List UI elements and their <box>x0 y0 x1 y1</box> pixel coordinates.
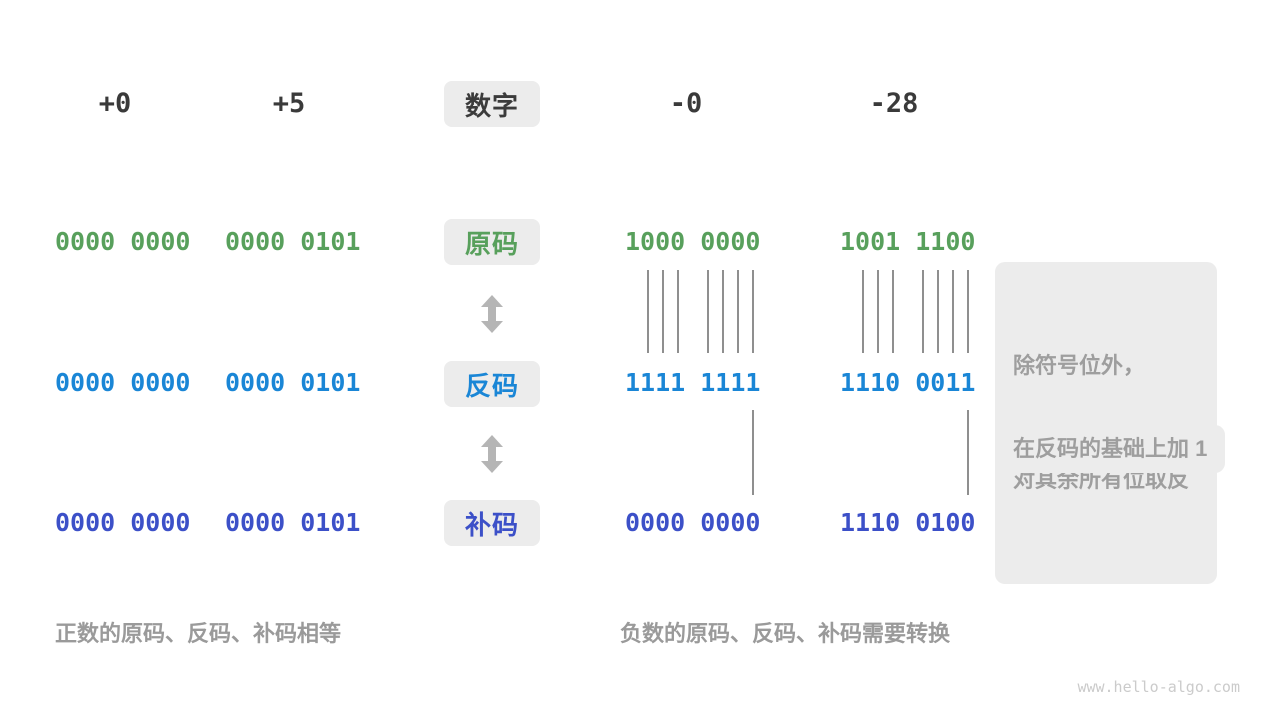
twos-complement-plus5: 0000 0101 <box>225 508 361 537</box>
header-value-plus0: +0 <box>98 88 132 119</box>
sign-magnitude-minus28: 1001 1100 <box>840 227 976 256</box>
twos-complement-minus28: 1110 0100 <box>840 508 976 537</box>
note-add-one: 在反码的基础上加 1 <box>995 425 1226 473</box>
twos-complement-minus0: 0000 0000 <box>625 508 761 537</box>
row-label-twos-complement-text: 补码 <box>464 509 519 540</box>
caption-negative-numbers: 负数的原码、反码、补码需要转换 <box>620 621 951 646</box>
header-label-number-text: 数字 <box>464 90 519 121</box>
bit-line <box>647 270 649 353</box>
ones-complement-plus5: 0000 0101 <box>225 368 361 397</box>
bit-line <box>877 270 879 353</box>
ones-complement-plus0: 0000 0000 <box>55 368 191 397</box>
bit-line <box>952 270 954 353</box>
bit-line <box>922 270 924 353</box>
sign-magnitude-plus5: 0000 0101 <box>225 227 361 256</box>
caption-positive-numbers: 正数的原码、反码、补码相等 <box>55 621 342 646</box>
ones-complement-minus0: 1111 1111 <box>625 368 761 397</box>
row-label-ones-complement: 反码 <box>444 361 540 407</box>
note-invert-bits-line1: 除符号位外， <box>1013 353 1146 378</box>
ones-complement-minus28: 1110 0011 <box>840 368 976 397</box>
bit-line <box>937 270 939 353</box>
updown-arrow-icon <box>481 295 503 333</box>
updown-arrow-icon <box>481 435 503 473</box>
bit-line <box>967 270 969 353</box>
bit-line <box>892 270 894 353</box>
row-label-sign-magnitude: 原码 <box>444 219 540 265</box>
row-label-ones-complement-text: 反码 <box>464 370 519 401</box>
lsb-connector-minus0 <box>752 410 754 495</box>
bit-line <box>862 270 864 353</box>
note-invert-bits: 除符号位外， 对其余所有位取反 <box>995 262 1217 584</box>
bit-line <box>707 270 709 353</box>
bit-line <box>662 270 664 353</box>
watermark-url: www.hello-algo.com <box>1077 678 1240 696</box>
row-label-sign-magnitude-text: 原码 <box>464 228 519 259</box>
bit-line <box>677 270 679 353</box>
sign-magnitude-plus0: 0000 0000 <box>55 227 191 256</box>
bit-line <box>722 270 724 353</box>
sign-magnitude-minus0: 1000 0000 <box>625 227 761 256</box>
row-label-twos-complement: 补码 <box>444 500 540 546</box>
bit-line <box>737 270 739 353</box>
header-value-minus0: -0 <box>669 88 703 119</box>
lsb-connector-minus28 <box>967 410 969 495</box>
twos-complement-plus0: 0000 0000 <box>55 508 191 537</box>
bit-line <box>752 270 754 353</box>
header-label-number: 数字 <box>444 81 540 127</box>
header-value-plus5: +5 <box>272 88 306 119</box>
header-value-minus28: -28 <box>869 88 919 119</box>
